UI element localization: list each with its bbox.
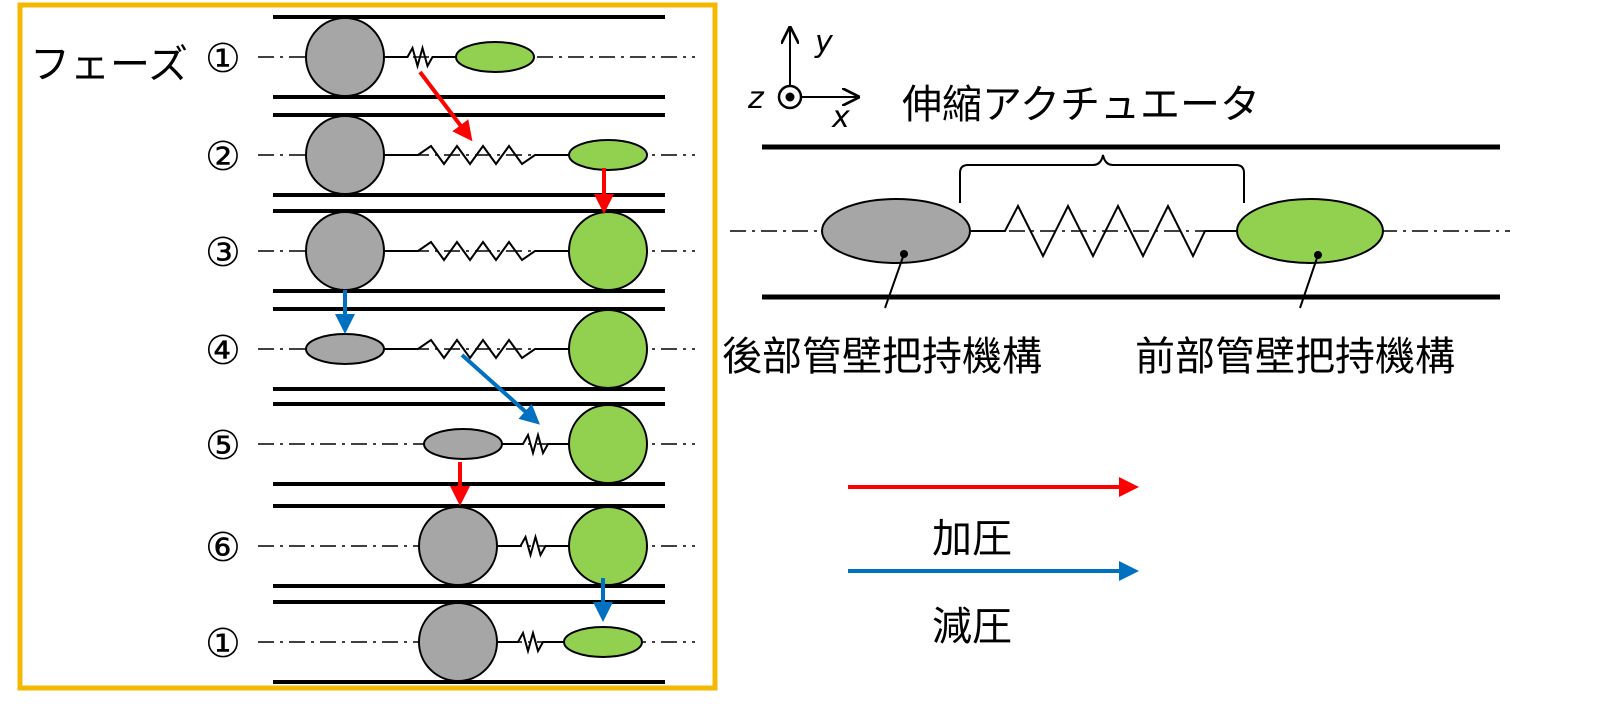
phase-row: ④ — [205, 307, 695, 391]
phase-rows: ① ② ③ ④ ⑤ ⑥ ① — [205, 15, 695, 684]
legend-depressurize-label: 減圧 — [932, 604, 1012, 650]
rear-gripper-1 — [305, 17, 385, 97]
phase-panel-frame — [17, 2, 718, 691]
phase-row: ③ — [205, 209, 695, 293]
front-gripper-2 — [568, 139, 648, 171]
phase-spring — [497, 629, 564, 655]
phase-spring — [502, 431, 569, 457]
phase-title: フェーズ — [30, 42, 188, 88]
phase-spring — [384, 144, 569, 166]
phase-row: ② — [205, 113, 695, 197]
front-gripper-leader — [1299, 254, 1319, 309]
front-gripper-7 — [563, 626, 643, 658]
rear-gripper-7 — [418, 602, 498, 682]
phase-number: ② — [205, 134, 241, 180]
phase-spring — [384, 240, 569, 262]
arrow-pressurize-1-2 — [418, 70, 473, 142]
front-gripper-1 — [455, 41, 535, 73]
phase-number: ⑥ — [205, 525, 241, 571]
rear-gripper-6 — [418, 506, 498, 586]
front-gripper-3 — [568, 211, 648, 291]
front-gripper-5 — [568, 404, 648, 484]
phase-row: ① — [205, 600, 695, 684]
legend-pressurize-label: 加圧 — [932, 516, 1012, 562]
phase-row: ⑤ — [205, 402, 695, 486]
coordinate-axes: y x z — [747, 25, 858, 135]
rear-gripper-2 — [305, 115, 385, 195]
transition-arrows — [335, 70, 614, 622]
z-axis-dot — [785, 92, 795, 102]
phase-number: ③ — [205, 230, 241, 276]
phase-row: ① — [205, 15, 695, 99]
arrow-depressurize-4-5 — [460, 353, 540, 425]
rear-gripper-leader — [884, 253, 905, 309]
rear-gripper-label: 後部管壁把持機構 — [722, 334, 1042, 380]
rear-gripper — [821, 198, 971, 264]
phase-spring — [497, 533, 569, 559]
phase-number: ⑤ — [205, 423, 241, 469]
legend: 加圧 減圧 — [848, 477, 1139, 650]
detail-diagram: 伸縮アクチュエータ 後部管壁把持機構 前部管壁把持機構 — [722, 82, 1510, 380]
phase-number: ① — [205, 621, 241, 667]
phase-spring — [384, 338, 569, 360]
rear-gripper-4 — [305, 333, 385, 365]
phase-spring — [384, 44, 456, 70]
phase-row: ⑥ — [205, 504, 695, 588]
actuator-label: 伸縮アクチュエータ — [902, 82, 1260, 128]
rear-gripper-3 — [305, 211, 385, 291]
front-gripper-label: 前部管壁把持機構 — [1135, 334, 1455, 380]
front-gripper-4 — [568, 309, 648, 389]
actuator-brace — [959, 154, 1245, 203]
front-gripper — [1236, 198, 1384, 264]
actuator-spring — [970, 203, 1240, 259]
front-gripper-6 — [568, 506, 648, 586]
rear-gripper-5 — [423, 428, 503, 460]
phase-number: ④ — [205, 328, 241, 374]
x-axis-label: x — [831, 100, 850, 135]
y-axis-label: y — [814, 25, 834, 60]
z-axis-label: z — [747, 81, 765, 116]
phase-number: ① — [205, 36, 241, 82]
